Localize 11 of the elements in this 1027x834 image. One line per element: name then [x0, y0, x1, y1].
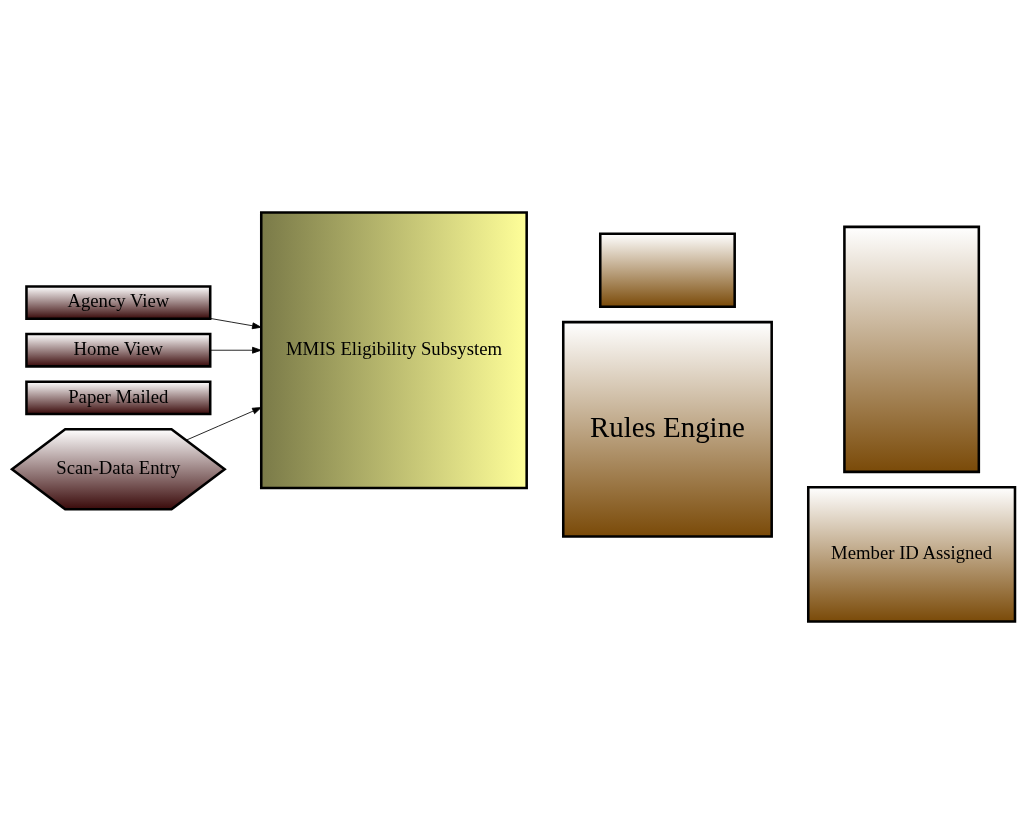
- arrow: [209, 346, 262, 354]
- node-box: [599, 232, 736, 309]
- node-box: MMIS Eligibility Subsystem: [259, 211, 528, 490]
- node-box: Member ID Assigned: [807, 485, 1017, 623]
- arrow: [209, 318, 262, 330]
- node-box: Paper Mailed: [25, 380, 212, 416]
- node-box: Home View: [25, 332, 212, 368]
- arrow: [185, 407, 262, 441]
- node-box: [843, 225, 981, 474]
- node-box: Rules Engine: [561, 320, 773, 538]
- node-box: Agency View: [25, 285, 212, 320]
